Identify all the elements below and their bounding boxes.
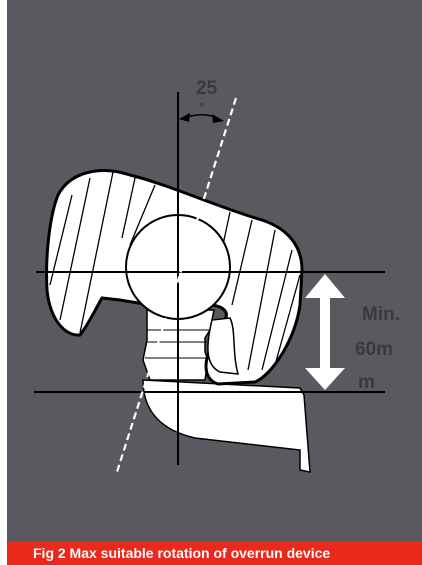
angle-value: 25	[196, 78, 218, 99]
towbar-bracket	[142, 379, 311, 473]
figure-caption: Fig 2 Max suitable rotation of overrun d…	[7, 541, 422, 565]
dimension-label-line-3: m	[358, 372, 375, 393]
angle-arrow-left	[179, 113, 190, 122]
jaw-inner	[207, 317, 240, 375]
angle-unit: °	[199, 100, 204, 115]
angle-arrow-right	[212, 114, 224, 123]
dimension-label-line-1: Min.	[362, 304, 400, 325]
dimension-label-line-2: 60m	[355, 339, 393, 360]
dimension-arrow	[305, 274, 345, 390]
